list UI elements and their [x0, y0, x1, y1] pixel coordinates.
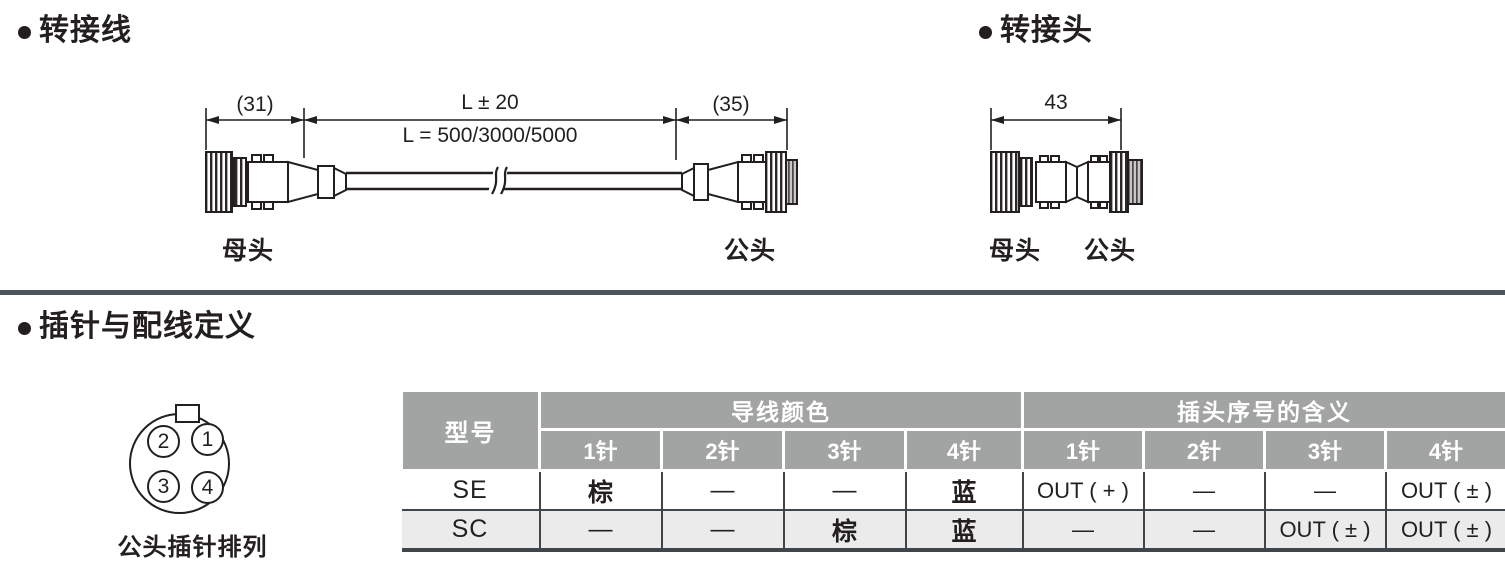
col-header-wire-pin3: 3针 — [782, 428, 907, 472]
model-cell: SC — [401, 510, 540, 552]
col-header-wire-pin4: 4针 — [904, 428, 1024, 472]
col-header-meaning-pin1: 1针 — [1021, 428, 1145, 472]
table-row-sc: SC — — 棕 蓝 — — OUT ( ± ) OUT ( ± ) — [401, 510, 1505, 552]
cable-female-label: 母头 — [221, 237, 274, 265]
dim-label-43: 43 — [1044, 91, 1068, 114]
col-header-wire-pin2: 2针 — [660, 428, 785, 472]
model-cell: SE — [401, 470, 540, 511]
wire-cell: 棕 — [538, 470, 662, 511]
section-title-adapter-cable: 转接线 — [39, 14, 132, 47]
col-header-model: 型号 — [400, 389, 541, 472]
adapter-dimension-lines — [990, 108, 1122, 150]
wire-cell: — — [782, 470, 906, 511]
bullet-icon — [18, 26, 31, 39]
wiring-table-container: 型号 导线颜色 插头序号的含义 1针 2针 3针 4针 1针 2针 3针 4针 — [400, 389, 1505, 552]
connector-drawings — [205, 108, 1143, 213]
pin-4: 4 — [191, 471, 224, 504]
cable-male-label: 公头 — [723, 237, 776, 265]
adapter-male-label: 公头 — [1083, 237, 1136, 265]
pin-2: 2 — [147, 425, 180, 458]
wire-cell: — — [660, 470, 784, 511]
group-header-plug-meaning: 插头序号的含义 — [1021, 389, 1505, 431]
col-header-meaning-pin3: 3针 — [1263, 428, 1387, 472]
section-title-adapter-head: 转接头 — [1000, 14, 1093, 47]
col-header-meaning-pin2: 2针 — [1142, 428, 1266, 472]
bullet-icon — [18, 322, 31, 335]
cable-dimension-arrows — [206, 116, 787, 124]
pin-3: 3 — [147, 470, 180, 503]
wire-cell: 棕 — [782, 510, 906, 552]
col-header-meaning-pin4: 4针 — [1384, 428, 1505, 472]
adapter-head-drawing — [990, 151, 1143, 213]
section-divider — [0, 290, 1505, 295]
table-row-se: SE 棕 — — 蓝 OUT ( + ) — — OUT ( ± ) — [401, 470, 1505, 511]
meaning-cell: — — [1263, 470, 1386, 511]
meaning-cell: OUT ( ± ) — [1384, 510, 1505, 552]
pin-4-number: 4 — [201, 475, 214, 499]
adapter-dimension-arrows — [991, 116, 1121, 124]
meaning-cell: OUT ( ± ) — [1384, 470, 1505, 511]
cable-male-connector-drawing — [681, 151, 798, 213]
meaning-cell: OUT ( + ) — [1021, 470, 1144, 511]
pin-2-number: 2 — [157, 429, 170, 453]
pin-1: 1 — [191, 423, 224, 456]
dim-label-L-values: L = 500/3000/5000 — [402, 124, 578, 147]
bullet-icon — [979, 26, 992, 39]
wire-cell: — — [660, 510, 784, 552]
dim-label-35: (35) — [712, 93, 750, 116]
cable-line-drawing — [346, 166, 682, 195]
meaning-cell: — — [1021, 510, 1144, 552]
cable-dimension-lines — [205, 108, 788, 160]
wire-cell: 蓝 — [904, 510, 1023, 552]
dim-label-31: (31) — [236, 93, 274, 116]
meaning-cell: OUT ( ± ) — [1263, 510, 1386, 552]
col-header-wire-pin1: 1针 — [538, 428, 663, 472]
meaning-cell: — — [1142, 470, 1265, 511]
wiring-table: 型号 导线颜色 插头序号的含义 1针 2针 3针 4针 1针 2针 3针 4针 — [400, 389, 1505, 552]
group-header-wire-color: 导线颜色 — [538, 389, 1024, 431]
pin-3-number: 3 — [157, 474, 170, 498]
section-title-pin-definition: 插针与配线定义 — [39, 310, 256, 343]
pin-1-number: 1 — [201, 427, 214, 451]
adapter-female-label: 母头 — [988, 237, 1041, 265]
wire-cell: 蓝 — [904, 470, 1023, 511]
wire-cell: — — [538, 510, 662, 552]
cable-female-connector-drawing — [205, 151, 347, 213]
dim-label-L20: L ± 20 — [461, 91, 519, 114]
pin-layout-notch — [175, 404, 200, 423]
meaning-cell: — — [1142, 510, 1265, 552]
pin-layout-caption: 公头插针排列 — [117, 534, 268, 561]
